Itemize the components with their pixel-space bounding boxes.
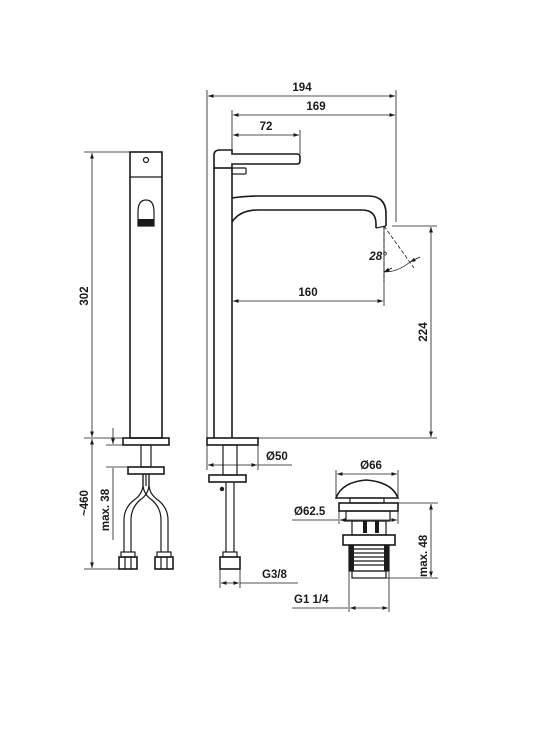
dim-160-label: 160 bbox=[298, 287, 317, 299]
dim-50-label: Ø50 bbox=[266, 451, 288, 463]
dim-302-label: 302 bbox=[79, 286, 91, 305]
dim-224: 224 bbox=[258, 225, 437, 439]
aerator-outline bbox=[137, 199, 155, 227]
dim-g114-label: G1 1/4 bbox=[294, 594, 329, 606]
front-base-plate bbox=[122, 437, 170, 446]
spout-bottom bbox=[231, 209, 377, 228]
aerator-mesh bbox=[138, 219, 154, 226]
dim-460-label: ~460 bbox=[79, 490, 91, 516]
dim-o66: Ø66 bbox=[335, 460, 399, 498]
hose-left-outer bbox=[123, 474, 144, 552]
dim-625-label: Ø62.5 bbox=[294, 506, 326, 518]
dim-169: 169 bbox=[231, 101, 395, 150]
hose-right-outer bbox=[148, 474, 169, 552]
front-shank bbox=[140, 444, 152, 468]
front-fixing-plate bbox=[127, 466, 165, 475]
waste-upper-body bbox=[345, 510, 391, 522]
angle-ray bbox=[383, 225, 415, 269]
angle-arrow-right bbox=[409, 256, 421, 263]
waste-flange bbox=[338, 502, 399, 512]
side-lever bbox=[213, 149, 301, 169]
hose-left-inner bbox=[130, 474, 150, 552]
side-hose-nut bbox=[219, 556, 241, 570]
dim-72: 72 bbox=[233, 121, 301, 154]
dim-g114: G1 1/4 bbox=[292, 571, 390, 612]
hose-nut-left bbox=[118, 556, 138, 570]
dim-460: ~460 bbox=[79, 439, 119, 570]
dim-194: 194 bbox=[206, 82, 397, 438]
angle-arrow-left bbox=[383, 267, 393, 273]
side-shank bbox=[222, 444, 238, 476]
dim-72-label: 72 bbox=[260, 121, 273, 133]
dim-302: 302 bbox=[79, 151, 130, 439]
dim-angle-label: 28° bbox=[368, 251, 387, 263]
front-screw bbox=[142, 156, 150, 164]
waste-cap bbox=[334, 479, 400, 499]
waste-assembly bbox=[334, 479, 400, 579]
dim-o50: Ø50 bbox=[206, 445, 292, 470]
dim-160: 160 bbox=[233, 226, 385, 306]
dim-g38: G3/8 bbox=[219, 569, 298, 588]
side-rod-end bbox=[219, 486, 225, 492]
front-body bbox=[129, 151, 163, 439]
waste-thread-edge-right bbox=[384, 545, 389, 571]
dim-o625: Ø62.5 bbox=[292, 506, 399, 524]
front-view bbox=[118, 151, 174, 570]
side-base-plate bbox=[206, 437, 259, 446]
waste-outlet bbox=[351, 570, 387, 579]
dim-angle: 28° bbox=[368, 225, 421, 282]
dim-194-label: 194 bbox=[292, 82, 312, 94]
hose-nut-right bbox=[154, 556, 174, 570]
dim-224-label: 224 bbox=[418, 322, 430, 342]
waste-pin-right bbox=[375, 521, 379, 533]
spout-top bbox=[231, 195, 387, 226]
side-fixing-plate bbox=[208, 474, 247, 483]
angle-arc bbox=[383, 261, 411, 273]
side-view bbox=[206, 149, 387, 570]
dim-66-label: Ø66 bbox=[360, 460, 382, 472]
dim-169-label: 169 bbox=[306, 101, 325, 113]
waste-neck bbox=[351, 520, 387, 536]
waste-thread-edge-left bbox=[349, 545, 354, 571]
waste-threads bbox=[349, 548, 389, 566]
dim-38-label: max. 38 bbox=[100, 488, 112, 531]
waste-pin-left bbox=[363, 521, 367, 533]
dim-48-label: max. 48 bbox=[418, 534, 430, 577]
dim-max38: max. 38 bbox=[100, 428, 128, 540]
hose-right-inner bbox=[142, 474, 162, 552]
waste-nut bbox=[342, 534, 396, 546]
dim-g38-label: G3/8 bbox=[262, 569, 288, 581]
dim-max48: max. 48 bbox=[386, 502, 438, 579]
